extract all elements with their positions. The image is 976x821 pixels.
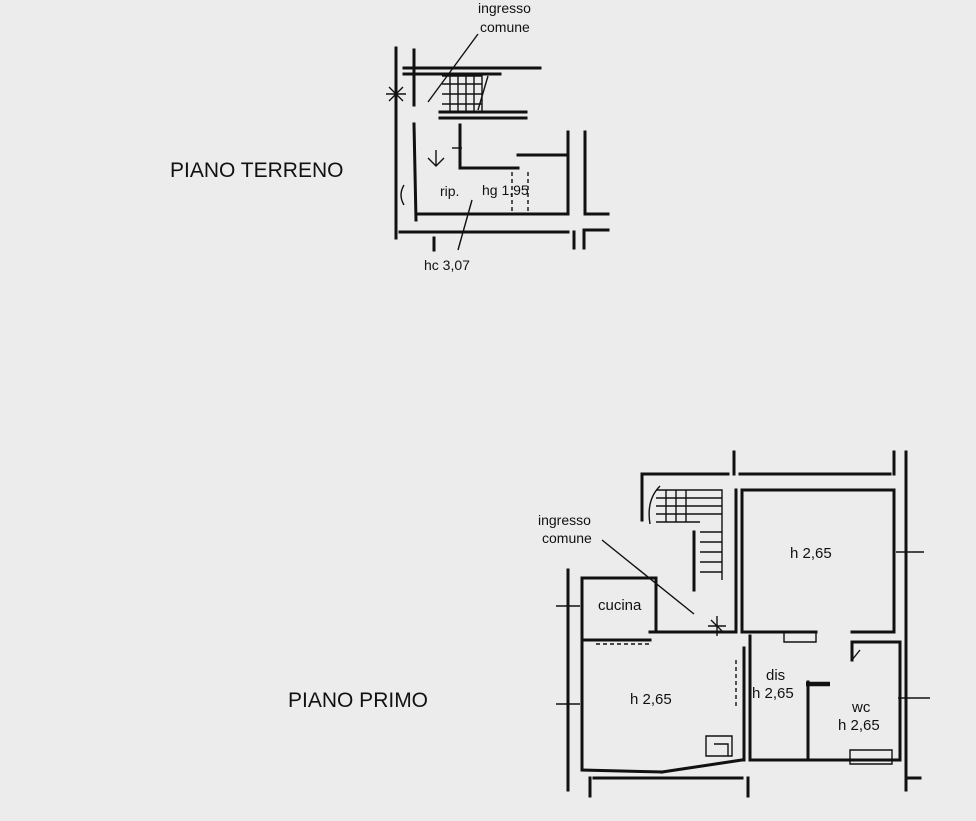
first-floor-stairs bbox=[648, 485, 723, 580]
first-floor-plan: PIANO PRIMO bbox=[288, 450, 930, 798]
first-entrance-label-line2: comune bbox=[542, 530, 592, 546]
ground-height-leader-line bbox=[457, 199, 473, 251]
left-room-height-label: h 2,65 bbox=[630, 691, 672, 708]
ground-floor-title: PIANO TERRENO bbox=[170, 159, 343, 182]
ground-floor-stairs bbox=[442, 75, 489, 112]
ground-ceiling-height-label: hc 3,07 bbox=[424, 257, 470, 273]
first-floor-title: PIANO PRIMO bbox=[288, 689, 428, 712]
first-floor-walls bbox=[566, 450, 922, 798]
ground-floor-walls bbox=[394, 46, 610, 252]
hall-label: dis bbox=[766, 667, 785, 684]
first-entrance-leader-line bbox=[601, 539, 695, 615]
ground-floor-symbols bbox=[386, 84, 529, 214]
ground-entrance-label-line1: ingresso bbox=[478, 0, 531, 16]
bathroom-height-label: h 2,65 bbox=[838, 717, 880, 734]
kitchen-label: cucina bbox=[598, 597, 642, 614]
bathroom-label: wc bbox=[851, 699, 871, 716]
ground-storage-label: rip. bbox=[440, 183, 459, 199]
ground-garage-height-label: hg 1,95 bbox=[482, 182, 529, 198]
ground-floor-plan: PIANO TERRENO ingresso comune bbox=[170, 0, 610, 273]
top-right-room-height-label: h 2,65 bbox=[790, 545, 832, 562]
first-entrance-label-line1: ingresso bbox=[538, 512, 591, 528]
first-floor-symbols bbox=[556, 551, 930, 765]
hall-height-label: h 2,65 bbox=[752, 685, 794, 702]
ground-entrance-label-line2: comune bbox=[480, 19, 530, 35]
